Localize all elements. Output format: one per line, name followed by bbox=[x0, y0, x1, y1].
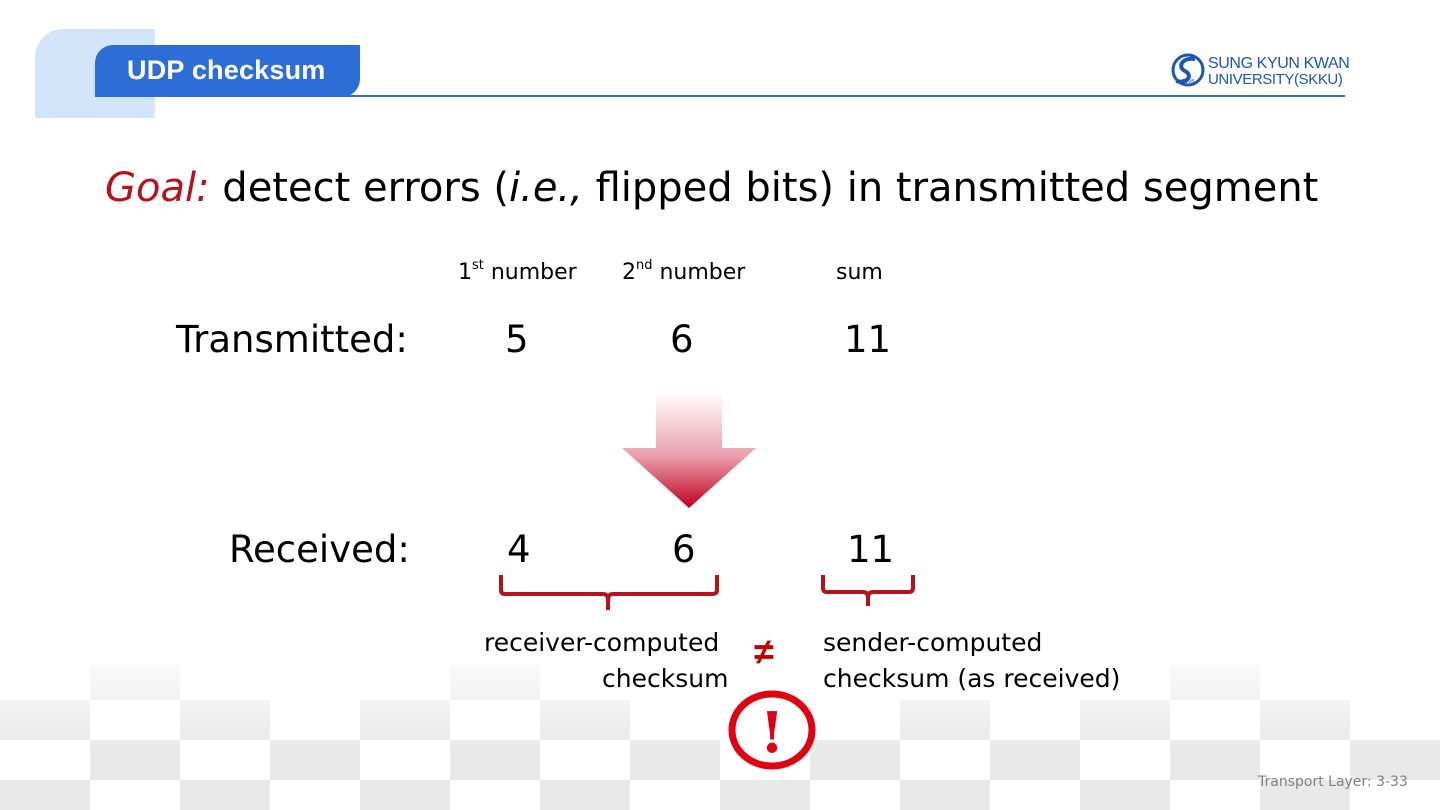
goal-label: Goal: bbox=[105, 165, 210, 211]
received-second-value: 6 bbox=[672, 528, 696, 571]
receiver-computed-line2: checksum bbox=[602, 664, 729, 693]
column-sum: sum bbox=[836, 260, 883, 285]
received-label: Received: bbox=[229, 528, 410, 571]
sender-brace-icon bbox=[821, 575, 915, 606]
skku-logo-icon: 1398 bbox=[1171, 53, 1205, 87]
sender-computed-line1: sender-computed bbox=[823, 628, 1043, 657]
logo-line-1: SUNG KYUN KWAN bbox=[1208, 55, 1350, 72]
receiver-brace-icon bbox=[499, 575, 719, 610]
goal-statement: Goal: detect errors (i.e., flipped bits)… bbox=[105, 165, 1318, 211]
receiver-computed-line1: receiver-computed bbox=[484, 628, 720, 657]
goal-text-ie: i.e., bbox=[508, 165, 583, 211]
page-footer: Transport Layer: 3-33 bbox=[1258, 774, 1408, 790]
header-divider bbox=[95, 95, 1345, 97]
logo-line-2: UNIVERSITY(SKKU) bbox=[1208, 71, 1343, 88]
transmitted-first-value: 5 bbox=[505, 318, 529, 361]
slide-title: UDP checksum bbox=[127, 55, 326, 85]
received-first-value: 4 bbox=[507, 528, 531, 571]
column-first-number: 1st number bbox=[458, 258, 577, 285]
sender-computed-line2: checksum (as received) bbox=[823, 664, 1121, 693]
received-sum-value: 11 bbox=[847, 528, 895, 571]
warning-icon: ! bbox=[728, 690, 816, 770]
column-second-number: 2nd number bbox=[622, 258, 746, 285]
transmitted-label: Transmitted: bbox=[176, 318, 408, 361]
goal-text-2: flipped bits) in transmitted segment bbox=[582, 165, 1319, 211]
transmitted-second-value: 6 bbox=[670, 318, 694, 361]
svg-text:1398: 1398 bbox=[1182, 79, 1195, 85]
transmitted-sum-value: 11 bbox=[844, 318, 892, 361]
goal-text-1: detect errors ( bbox=[222, 165, 509, 211]
svg-text:!: ! bbox=[760, 700, 785, 766]
title-tab bbox=[95, 45, 360, 97]
down-arrow-icon bbox=[622, 392, 756, 508]
not-equal-sign: ≠ bbox=[754, 631, 774, 672]
